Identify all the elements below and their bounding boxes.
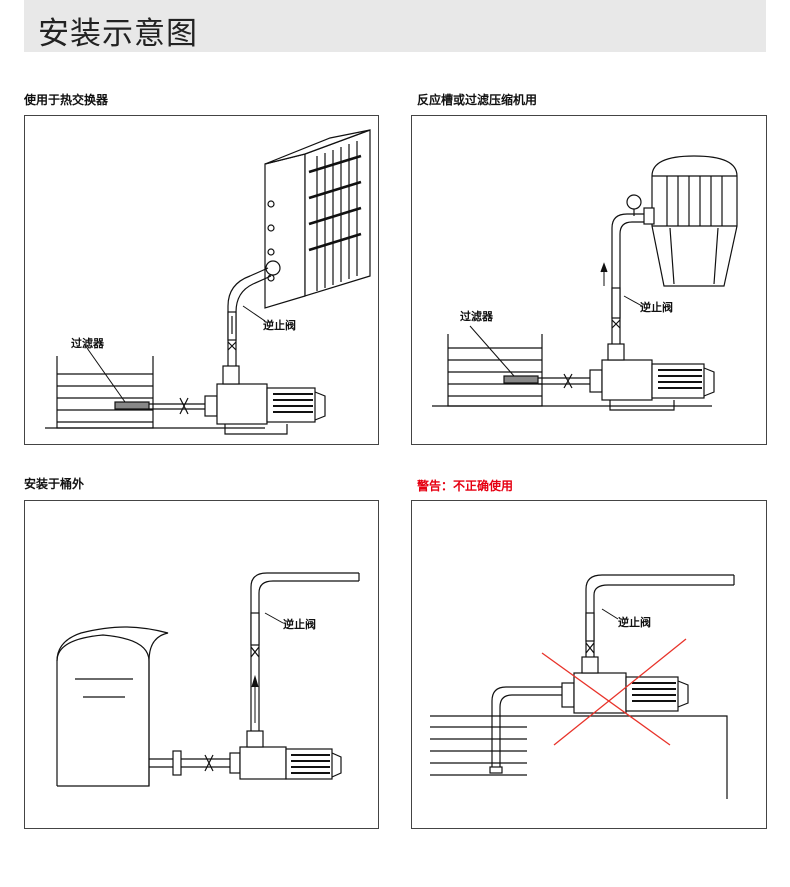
discharge-pipe bbox=[227, 267, 272, 371]
pump bbox=[149, 365, 326, 435]
reactor-vessel bbox=[643, 155, 738, 287]
pressure-gauge bbox=[626, 194, 642, 216]
caption-outside-tank: 安装于桶外 bbox=[24, 477, 85, 491]
diagram-incorrect-use: 逆止阀 bbox=[411, 500, 767, 829]
heat-exchanger bbox=[264, 129, 371, 309]
suction-line bbox=[149, 750, 241, 776]
discharge-pipe bbox=[250, 572, 360, 731]
warning-cross-icon bbox=[541, 638, 687, 746]
filter-tank bbox=[432, 325, 712, 407]
discharge-pipe bbox=[585, 574, 735, 657]
caption-heat-exchanger: 使用于热交换器 bbox=[24, 93, 109, 107]
callout-check-valve: 逆止阀 bbox=[640, 301, 673, 314]
suction-pipe bbox=[489, 686, 562, 774]
page-title: 安装示意图 bbox=[38, 16, 198, 52]
ground-platform bbox=[430, 715, 728, 799]
storage-tank bbox=[56, 626, 169, 787]
discharge-pipe bbox=[600, 213, 644, 371]
pump bbox=[239, 730, 342, 780]
diagram-heat-exchanger: 过滤器 逆止阀 bbox=[24, 115, 379, 445]
callout-filter: 过滤器 bbox=[460, 310, 493, 323]
pump bbox=[538, 343, 715, 411]
callout-filter: 过滤器 bbox=[71, 337, 104, 350]
diagram-outside-tank: 逆止阀 bbox=[24, 500, 379, 829]
filter-tank bbox=[45, 347, 265, 429]
caption-warning: 警告：不正确使用 bbox=[417, 479, 514, 493]
diagram-reactor: 过滤器 逆止阀 bbox=[411, 115, 767, 445]
caption-reactor: 反应槽或过滤压缩机用 bbox=[417, 93, 538, 107]
pump bbox=[561, 656, 689, 714]
callout-check-valve: 逆止阀 bbox=[618, 616, 651, 629]
callout-check-valve: 逆止阀 bbox=[283, 618, 316, 631]
callout-check-valve: 逆止阀 bbox=[263, 319, 296, 332]
title-banner: 安装示意图 bbox=[24, 0, 766, 52]
